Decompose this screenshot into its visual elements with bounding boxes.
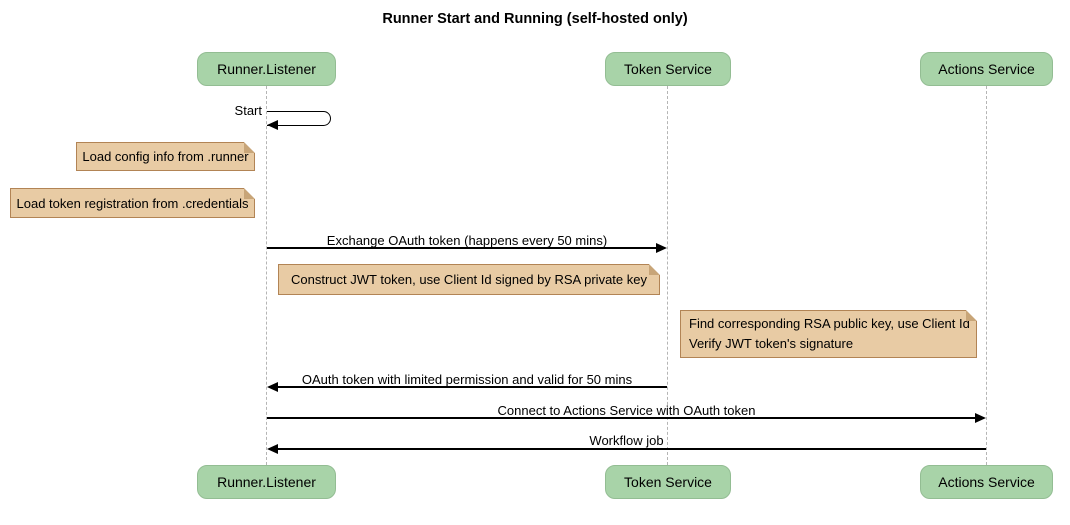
note-text: Load config info from .runner (82, 149, 249, 164)
note-load-config: Load config info from .runner (76, 142, 255, 171)
participant-label: Actions Service (938, 474, 1035, 490)
arrowhead-left-icon (267, 382, 278, 392)
note-verify-jwt: Find corresponding RSA public key, use C… (680, 310, 977, 358)
message-label-connect-actions: Connect to Actions Service with OAuth to… (497, 403, 756, 418)
arrowhead-left-icon (267, 120, 278, 130)
self-message-loop-arrow (267, 111, 331, 126)
participant-runner-listener-top: Runner.Listener (197, 52, 336, 86)
participant-actions-service-bottom: Actions Service (920, 465, 1053, 499)
message-label-workflow-job: Workflow job (589, 433, 664, 448)
participant-token-service-bottom: Token Service (605, 465, 731, 499)
participant-token-service-top: Token Service (605, 52, 731, 86)
lifeline-runner-listener (266, 86, 267, 465)
note-line-1: Find corresponding RSA public key, use C… (689, 315, 970, 331)
lifeline-actions-service (986, 86, 987, 465)
participant-label: Actions Service (938, 61, 1035, 77)
message-line (269, 386, 667, 388)
message-label-oauth-return: OAuth token with limited permission and … (301, 372, 633, 387)
participant-label: Runner.Listener (217, 474, 316, 490)
message-label-exchange-oauth: Exchange OAuth token (happens every 50 m… (326, 233, 608, 248)
note-construct-jwt: Construct JWT token, use Client Id signe… (278, 264, 660, 295)
note-load-token-registration: Load token registration from .credential… (10, 188, 255, 218)
arrowhead-left-icon (267, 444, 278, 454)
arrowhead-right-icon (656, 243, 667, 253)
participant-label: Token Service (624, 474, 712, 490)
note-text: Find corresponding RSA public key, use C… (689, 314, 970, 354)
message-line (269, 448, 986, 450)
note-text: Load token registration from .credential… (16, 195, 249, 211)
lifeline-token-service (667, 86, 668, 465)
self-message-label: Start (234, 103, 262, 118)
participant-actions-service-top: Actions Service (920, 52, 1053, 86)
participant-label: Runner.Listener (217, 61, 316, 77)
note-text: Construct JWT token, use Client Id signe… (291, 272, 647, 287)
message-line (267, 247, 665, 249)
diagram-title: Runner Start and Running (self-hosted on… (382, 11, 688, 27)
participant-runner-listener-bottom: Runner.Listener (197, 465, 336, 499)
participant-label: Token Service (624, 61, 712, 77)
arrowhead-right-icon (975, 413, 986, 423)
note-line-2: Verify JWT token's signature (689, 336, 854, 351)
message-line (267, 417, 984, 419)
